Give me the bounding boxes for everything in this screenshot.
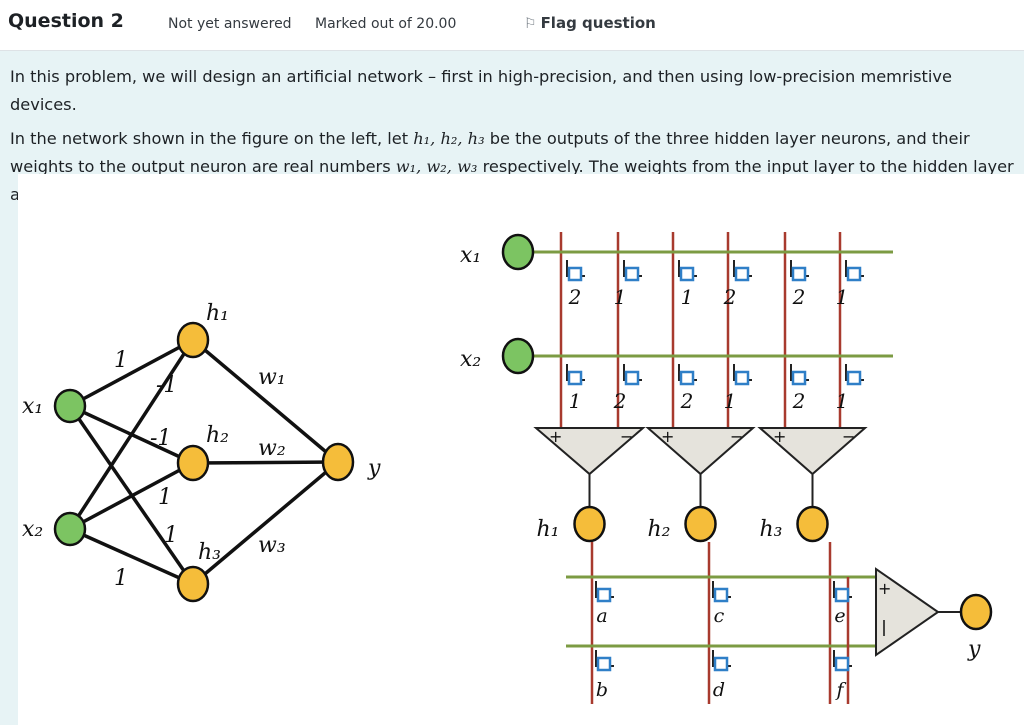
input-node-x2 (53, 511, 87, 547)
memristor-r2-c1 (567, 370, 583, 386)
amplifier-1 (533, 427, 646, 476)
hidden-node-h1 (176, 321, 210, 359)
amplifier-plus-3: + (773, 427, 786, 446)
crossbar-output-node (959, 593, 993, 631)
weight-r2-c4: 1 (724, 389, 737, 413)
output-weight-label-bottom-1: b (596, 679, 608, 701)
amplifier-3 (757, 427, 868, 476)
label-w2: w₂ (258, 436, 286, 461)
label-h1: h₁ (206, 301, 229, 326)
memristor-r1-c3 (679, 266, 695, 282)
amplifier-plus-2: + (661, 427, 674, 446)
weight-r1-c4: 2 (723, 285, 737, 309)
weight-r1-c3: 1 (681, 285, 694, 309)
amplifier-minus-3: − (842, 427, 855, 446)
label-y: y (367, 456, 381, 481)
network-figure: x₁ x₂ h₁ h₂ h₃ y w₁ w₂ w₃ 1 -1 -1 1 1 1 … (18, 174, 1024, 725)
question-marks: Marked out of 20.00 (315, 16, 457, 32)
crossbar-circuit: x₁ x₂ 2 1 1 2 2 1 1 2 2 1 2 1 + − h₁ + − h₂ + − h₃ a b c d e f + y (460, 232, 993, 704)
question-paragraph-1: In this problem, we will design an artif… (10, 67, 952, 114)
label-h2: h₂ (206, 423, 229, 448)
label-x2: x₂ (22, 517, 43, 542)
label-h3: h₃ (198, 540, 221, 565)
amplifier-plus-1: + (549, 427, 562, 446)
weight-x2-h1: -1 (156, 373, 177, 398)
hidden-node-h3 (176, 565, 210, 603)
memristor-r1-c2 (624, 266, 640, 282)
crossbar-input-label-2: x₂ (460, 347, 481, 372)
output-memristor-b-3 (834, 656, 850, 672)
output-weight-label-top-2: c (714, 605, 725, 627)
memristor-r1-c1 (567, 266, 583, 282)
memristor-r2-c2 (624, 370, 640, 386)
label-w1: w₁ (258, 365, 286, 390)
weight-x1-h3: 1 (164, 523, 178, 548)
output-amplifier-plus: + (878, 579, 891, 598)
memristor-r2-c4 (734, 370, 750, 386)
flag-question-label: Flag question (540, 14, 656, 32)
output-memristor-a-2 (713, 587, 729, 603)
weight-r2-c2: 2 (613, 389, 627, 413)
question-title: Question 2 (8, 10, 124, 32)
crossbar-hidden-node-3 (796, 505, 829, 543)
crossbar-hidden-label-2: h₂ (648, 517, 671, 542)
output-weights-math: w₁, w₂, w₃ (395, 157, 478, 176)
memristor-r1-c6 (846, 266, 862, 282)
weight-r2-c6: 1 (836, 389, 849, 413)
hidden-node-h2 (176, 444, 210, 482)
weight-x1-h2: -1 (150, 426, 171, 451)
crossbar-input-node-2 (501, 337, 535, 375)
weight-x1-h1: 1 (114, 348, 128, 373)
label-w3: w₃ (258, 533, 286, 558)
output-amplifier (875, 567, 940, 657)
output-memristor-b-2 (713, 656, 729, 672)
input-node-x1 (53, 388, 87, 424)
crossbar-input-label-1: x₁ (460, 243, 481, 268)
weight-r2-c1: 1 (569, 389, 582, 413)
paragraph-2-text-b: be the outputs of the three hidden layer… (10, 129, 970, 176)
network-figure-svg: x₁ x₂ h₁ h₂ h₃ y w₁ w₂ w₃ 1 -1 -1 1 1 1 … (22, 232, 993, 704)
weight-r2-c3: 2 (680, 389, 694, 413)
left-network-nodes (53, 321, 355, 603)
weight-x2-h3: 1 (114, 566, 128, 591)
flag-icon: ⚐ (524, 16, 537, 32)
left-network-labels: x₁ x₂ h₁ h₂ h₃ y w₁ w₂ w₃ 1 -1 -1 1 1 1 (22, 301, 381, 591)
output-memristor-a-3 (834, 587, 850, 603)
left-network (68, 338, 340, 586)
memristor-r2-c6 (846, 370, 862, 386)
weight-r1-c5: 2 (792, 285, 806, 309)
memristor-r1-c5 (791, 266, 807, 282)
flag-question-button[interactable]: ⚐Flag question (524, 14, 656, 32)
output-node-y (321, 442, 355, 482)
crossbar-hidden-label-1: h₁ (537, 517, 560, 542)
weight-r1-c6: 1 (836, 285, 849, 309)
label-x1: x₁ (22, 394, 43, 419)
amplifier-minus-2: − (730, 427, 743, 446)
question-header: Question 2 Not yet answered Marked out o… (0, 0, 1024, 51)
weight-r2-c5: 2 (792, 389, 806, 413)
crossbar-input-node-1 (501, 233, 535, 271)
hidden-outputs-math: h₁, h₂, h₃ (413, 129, 485, 148)
output-weight-label-bottom-2: d (713, 679, 725, 701)
paragraph-2-text-a: In the network shown in the figure on th… (10, 129, 414, 148)
output-weight-label-top-1: a (596, 605, 607, 627)
crossbar-output-label: y (967, 637, 981, 662)
weight-r1-c1: 2 (568, 285, 582, 309)
crossbar-hidden-label-3: h₃ (760, 517, 783, 542)
weight-x2-h2: 1 (158, 485, 172, 510)
crossbar-hidden-node-1 (573, 505, 606, 543)
output-weight-label-top-3: e (834, 605, 845, 627)
output-weight-label-bottom-3: f (834, 679, 846, 701)
memristor-r1-c4 (734, 266, 750, 282)
amplifier-minus-1: − (620, 427, 633, 446)
amplifier-2 (645, 427, 756, 476)
crossbar-hidden-node-2 (684, 505, 717, 543)
output-memristor-b-1 (596, 656, 612, 672)
memristor-r2-c5 (791, 370, 807, 386)
memristor-r2-c3 (679, 370, 695, 386)
output-memristor-a-1 (596, 587, 612, 603)
question-status: Not yet answered (168, 16, 292, 32)
weight-r1-c2: 1 (614, 285, 627, 309)
